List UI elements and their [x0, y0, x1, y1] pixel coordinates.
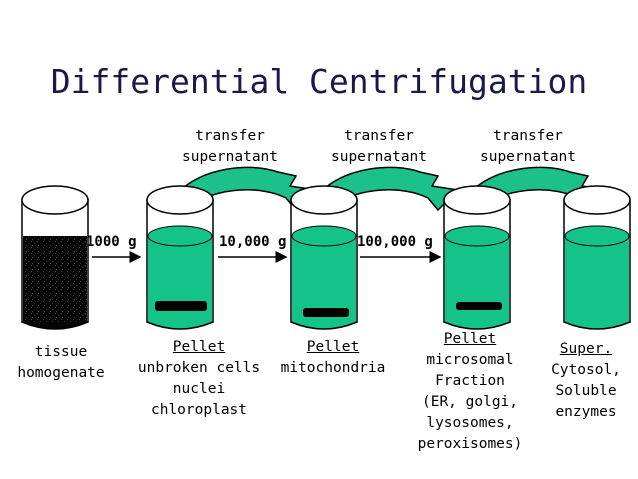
label-super-line1: Cytosol,: [551, 362, 621, 378]
pellet-1: [155, 301, 207, 311]
speed-label-2: 10,000 g: [219, 234, 287, 250]
label-pellet-3: Pellet microsomal Fraction (ER, golgi, l…: [408, 329, 532, 455]
label-supernatant: Super. Cytosol, Soluble enzymes: [538, 339, 634, 423]
label-pellet-1-line2: nuclei: [172, 381, 226, 397]
label-pellet-1-line3: chloroplast: [150, 402, 248, 418]
label-pellet-3-line5: peroxisomes): [417, 436, 523, 452]
page-title: Differential Centrifugation: [50, 62, 588, 101]
transfer-label-2: transfer supernatant: [315, 126, 443, 168]
label-pellet-2-line1: mitochondria: [280, 360, 386, 376]
label-tissue-homogenate: tissue homogenate: [0, 342, 122, 384]
pellet-3: [456, 302, 502, 310]
transfer-label-2-line2: supernatant: [330, 149, 428, 165]
transfer-label-1: transfer supernatant: [166, 126, 294, 168]
transfer-label-1-line1: transfer: [195, 128, 265, 144]
transfer-label-2-line1: transfer: [344, 128, 414, 144]
label-pellet-1-line1: unbroken cells: [137, 360, 261, 376]
label-tissue-line2: homogenate: [17, 365, 105, 381]
speed-label-3: 100,000 g: [357, 234, 433, 250]
label-tissue-line1: tissue: [34, 344, 88, 360]
transfer-label-3: transfer supernatant: [464, 126, 592, 168]
tube-10000g: [290, 185, 358, 330]
label-pellet-3-line1: microsomal: [426, 352, 514, 368]
tube-1000g: [146, 185, 214, 330]
label-pellet-3-line3: (ER, golgi,: [421, 394, 519, 410]
speed-label-1: 1000 g: [86, 234, 137, 250]
tube-supernatant: [563, 185, 631, 330]
transfer-label-3-line1: transfer: [493, 128, 563, 144]
transfer-label-3-line2: supernatant: [479, 149, 577, 165]
tube-100000g: [443, 185, 511, 330]
label-pellet-2: Pellet mitochondria: [272, 337, 394, 379]
label-super-line3: enzymes: [555, 404, 617, 420]
label-pellet-3-head: Pellet: [443, 331, 497, 347]
label-pellet-1: Pellet unbroken cells nuclei chloroplast: [128, 337, 270, 421]
transfer-label-1-line2: supernatant: [181, 149, 279, 165]
label-pellet-3-line2: Fraction: [435, 373, 505, 389]
label-pellet-1-head: Pellet: [172, 339, 226, 355]
label-super-line2: Soluble: [555, 383, 617, 399]
label-pellet-3-line4: lysosomes,: [426, 415, 514, 431]
pellet-2: [303, 308, 349, 317]
label-pellet-2-head: Pellet: [306, 339, 360, 355]
label-super-head: Super.: [559, 341, 613, 357]
tube-homogenate: [21, 185, 89, 330]
